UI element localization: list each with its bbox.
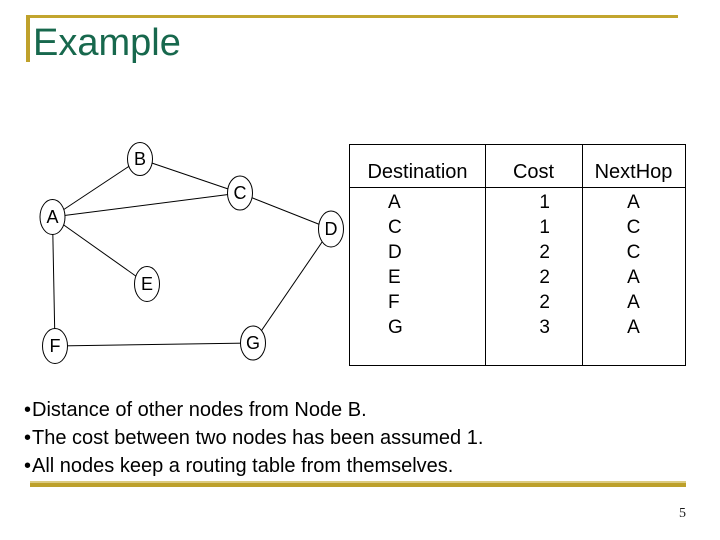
- cell-cost: 2: [539, 267, 550, 288]
- diagram-nodes: A B C D E F G: [39, 142, 344, 364]
- network-diagram: A B C D E F G: [39, 142, 344, 364]
- node-c-label: C: [234, 183, 247, 203]
- header-gold-line: [26, 15, 678, 18]
- bullet-list: •Distance of other nodes from Node B. •T…: [24, 396, 483, 480]
- cell-nexthop: A: [627, 317, 640, 338]
- cell-destination: C: [388, 217, 402, 238]
- table-column-divider-2: [582, 145, 583, 365]
- node-f-label: F: [50, 336, 61, 356]
- node-g-label: G: [246, 333, 260, 353]
- node-b: B: [127, 142, 153, 176]
- header-cost: Cost: [512, 161, 555, 183]
- table-column-divider-1: [485, 145, 486, 365]
- cell-nexthop: C: [626, 242, 641, 263]
- cell-nexthop: C: [626, 217, 641, 238]
- routing-table: Destination Cost NextHop A 1 A C 1 C D 2…: [349, 144, 686, 366]
- bullet-text: Distance of other nodes from Node B.: [32, 399, 367, 421]
- diagram-edges: [52, 158, 332, 347]
- bullet-item: •Distance of other nodes from Node B.: [24, 396, 483, 424]
- bullet-item: •All nodes keep a routing table from the…: [24, 452, 483, 480]
- edge-f-g: [54, 342, 254, 347]
- cell-destination: E: [388, 267, 401, 288]
- node-f: F: [42, 328, 68, 364]
- node-a: A: [39, 199, 66, 235]
- bullet-dot: •: [24, 427, 32, 449]
- cell-cost: 2: [539, 242, 550, 263]
- footer-gold-line-thin: [30, 481, 686, 483]
- node-d-label: D: [325, 219, 338, 239]
- table-row: G 3 A: [350, 315, 685, 340]
- bullet-text: The cost between two nodes has been assu…: [32, 427, 484, 449]
- bullet-item: •The cost between two nodes has been ass…: [24, 424, 483, 452]
- cell-destination: A: [388, 192, 401, 213]
- edge-a-c: [52, 192, 241, 218]
- bullet-text: All nodes keep a routing table from them…: [32, 455, 454, 477]
- table-row: E 2 A: [350, 265, 685, 290]
- node-e-label: E: [141, 274, 153, 294]
- edge-c-d: [239, 192, 332, 230]
- table-row: F 2 A: [350, 290, 685, 315]
- table-row: D 2 C: [350, 240, 685, 265]
- cell-destination: F: [388, 292, 400, 313]
- bullet-dot: •: [24, 399, 32, 421]
- table-header-row: Destination Cost NextHop: [350, 145, 685, 188]
- edge-a-b: [52, 158, 141, 218]
- edge-g-d: [252, 228, 332, 344]
- node-e: E: [134, 266, 160, 302]
- header-nexthop: NextHop: [594, 161, 673, 183]
- cell-cost: 1: [539, 217, 550, 238]
- bullet-dot: •: [24, 455, 32, 477]
- title-accent-bar: [26, 15, 30, 62]
- cell-cost: 1: [539, 192, 550, 213]
- table-body: A 1 A C 1 C D 2 C E 2 A F 2 A: [350, 190, 685, 340]
- footer-gold-line-thick: [30, 483, 686, 487]
- cell-cost: 2: [539, 292, 550, 313]
- node-b-label: B: [134, 149, 146, 169]
- edge-a-f: [52, 216, 56, 347]
- table-row: A 1 A: [350, 190, 685, 215]
- header-destination: Destination: [367, 161, 468, 183]
- node-d: D: [318, 210, 344, 248]
- cell-destination: D: [388, 242, 402, 263]
- edge-b-c: [139, 158, 241, 194]
- node-g: G: [240, 325, 266, 361]
- node-c: C: [227, 175, 253, 211]
- cell-nexthop: A: [627, 267, 640, 288]
- edge-a-e: [52, 216, 148, 285]
- page-title: Example: [33, 22, 181, 64]
- page-number: 5: [679, 506, 686, 521]
- table-row: C 1 C: [350, 215, 685, 240]
- cell-cost: 3: [539, 317, 550, 338]
- cell-nexthop: A: [627, 192, 640, 213]
- cell-nexthop: A: [627, 292, 640, 313]
- cell-destination: G: [388, 317, 403, 338]
- node-a-label: A: [46, 207, 58, 227]
